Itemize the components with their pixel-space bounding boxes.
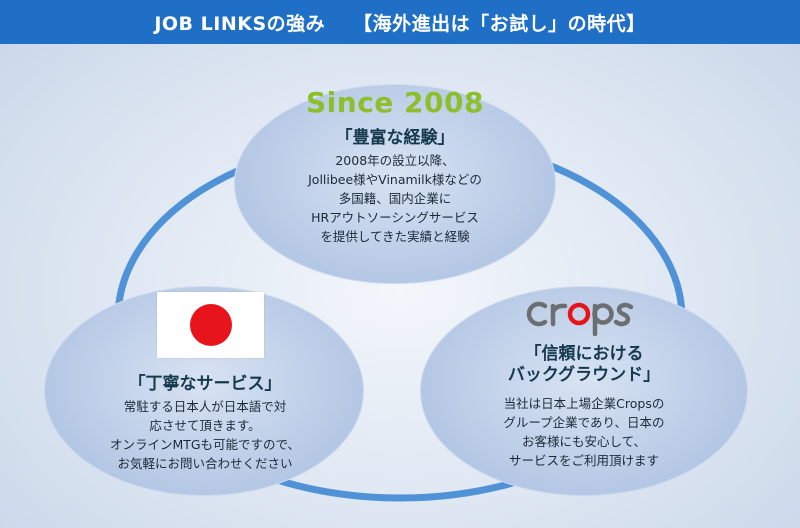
left-bubble-body: 常駐する日本人が日本語で対 応させて頂きます。 オンラインMTGも可能ですので、… xyxy=(70,397,340,473)
right-line: お客様にも安心して、 xyxy=(521,434,646,449)
left-line: お気軽にお問い合わせください xyxy=(117,456,293,471)
right-line: サービスをご利用頂けます xyxy=(508,453,659,468)
right-line: 当社は日本上場企業Cropsの xyxy=(503,396,665,411)
left-line: 応させて頂きます。 xyxy=(149,418,261,433)
header-bar: JOB LINKSの強み 【海外進出は「お試し」の時代】 xyxy=(0,0,800,44)
header-subtitle: 【海外進出は「お試し」の時代】 xyxy=(353,12,646,35)
japan-flag-icon xyxy=(157,292,264,358)
since-2008-heading: Since 2008 xyxy=(306,86,484,119)
flag-red-circle xyxy=(189,304,232,346)
top-line: 多国籍、国内企業に xyxy=(338,191,452,206)
right-title-line: バックグラウンド」 xyxy=(507,365,661,385)
right-bubble-body: 当社は日本上場企業Cropsの グループ企業であり、日本の お客様にも安心して、… xyxy=(445,394,723,470)
crops-logo xyxy=(520,292,650,336)
top-bubble-body: 2008年の設立以降、 Jollibee様やVinamilk様などの 多国籍、国… xyxy=(254,151,536,246)
right-title-line: 「信頼における xyxy=(524,344,644,364)
top-line: HRアウトソーシングサービス xyxy=(311,210,479,225)
right-bubble-title: 「信頼における バックグラウンド」 xyxy=(436,344,732,386)
header-title: JOB LINKSの強み xyxy=(154,12,326,35)
left-line: 常駐する日本人が日本語で対 xyxy=(123,399,287,414)
left-bubble-title: 「丁寧なサービス」 xyxy=(128,374,282,394)
top-line: 2008年の設立以降、 xyxy=(335,153,455,168)
left-line: オンラインMTGも可能ですので、 xyxy=(109,437,301,452)
right-line: グループ企業であり、日本の xyxy=(503,415,665,430)
top-line: を提供してきた実績と経験 xyxy=(320,229,470,244)
top-line: Jollibee様やVinamilk様などの xyxy=(308,172,482,187)
crops-logo-mark xyxy=(526,301,634,336)
top-bubble-title: 「豊富な経験」 xyxy=(335,128,455,148)
top-bubble xyxy=(234,84,556,284)
